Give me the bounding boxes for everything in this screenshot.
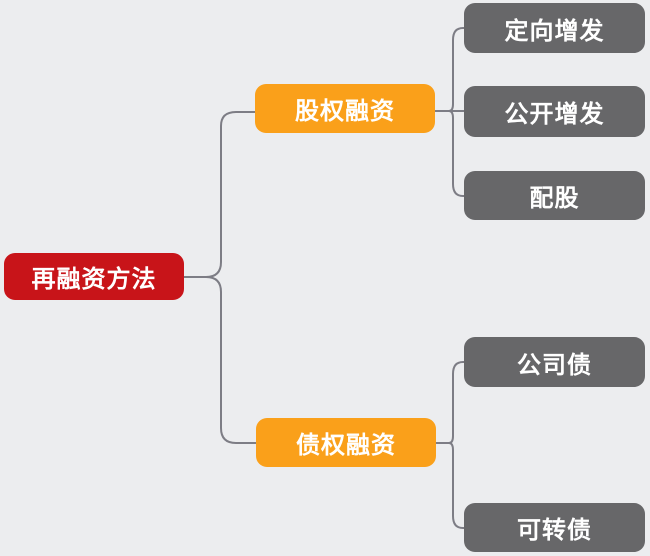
leaf-node-rights-issue: 配股 — [464, 171, 645, 220]
connector-root-to-equity — [205, 111, 256, 278]
root-node-refinancing-methods: 再融资方法 — [4, 253, 184, 300]
leaf-node-private-placement: 定向增发 — [464, 3, 645, 53]
leaf-node-convertible-bond: 可转债 — [464, 503, 645, 552]
connector-debt-to-leaf1 — [448, 361, 465, 444]
branch-node-equity-financing: 股权融资 — [255, 84, 435, 133]
connector-root-to-debt — [205, 276, 257, 444]
connector-equity-to-leaf1 — [448, 27, 465, 112]
leaf-node-corporate-bond: 公司债 — [464, 337, 645, 387]
connector-debt-to-leaf2 — [448, 442, 465, 529]
branch-node-debt-financing: 债权融资 — [256, 418, 436, 467]
connector-equity-to-leaf3 — [448, 110, 465, 197]
leaf-node-public-offering: 公开增发 — [464, 86, 645, 137]
